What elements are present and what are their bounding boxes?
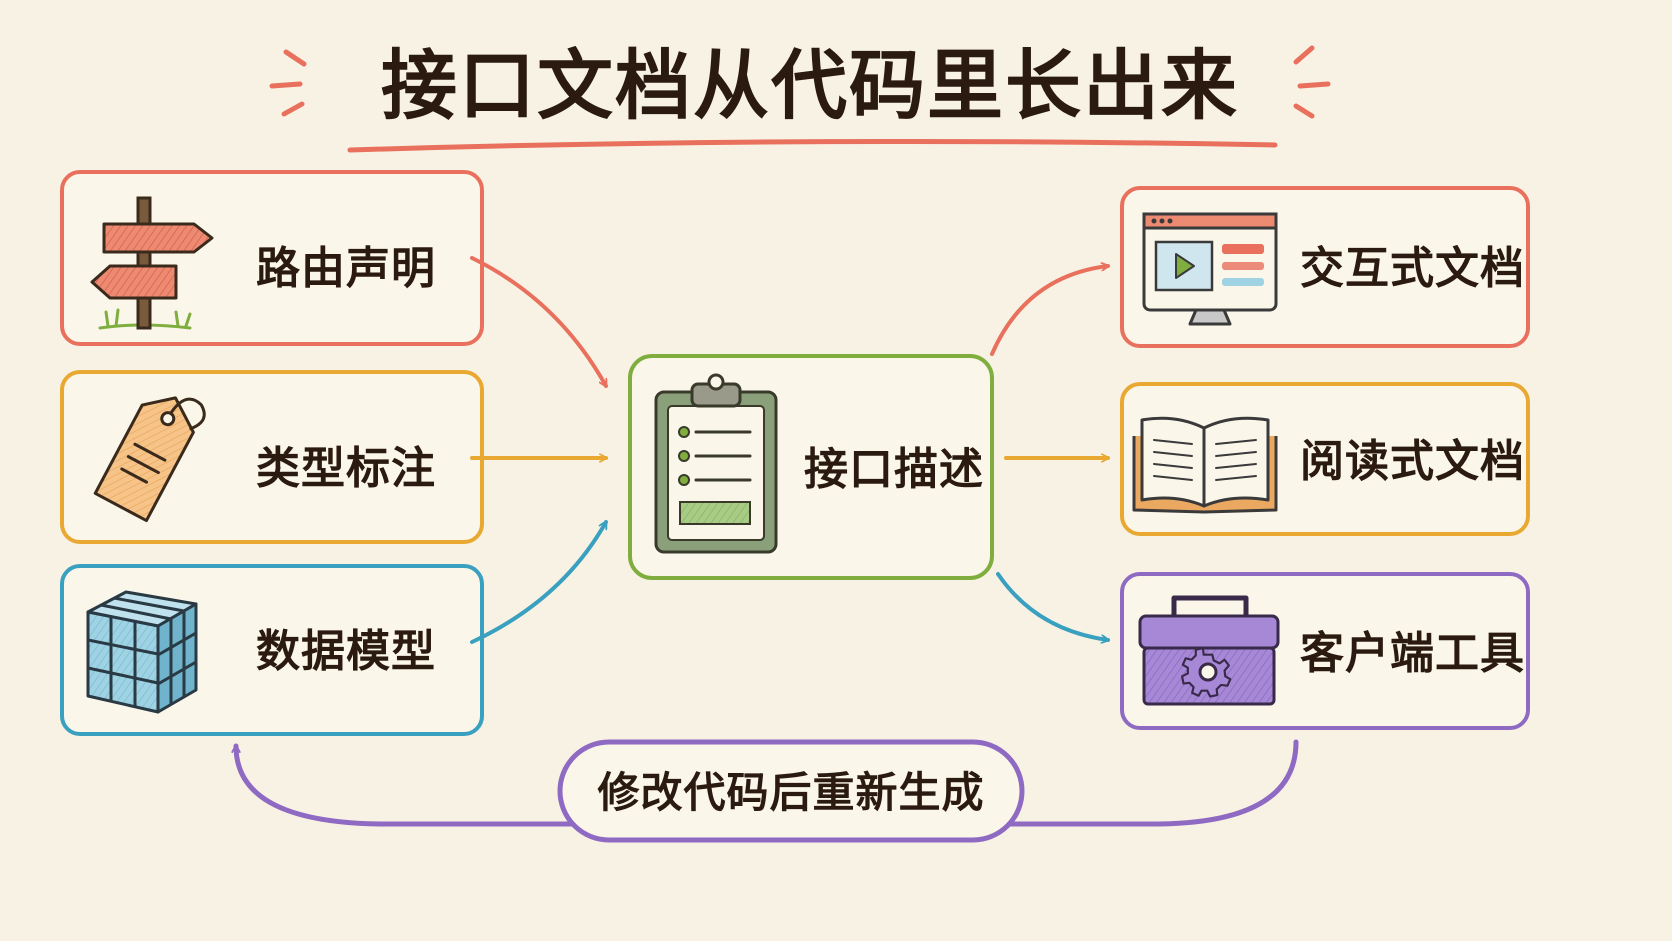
gear-icon — [1181, 647, 1232, 698]
input-box-model: 数据模型 — [60, 564, 484, 736]
arrow-center-to-interactive — [990, 266, 1110, 356]
output-box-client: 客户端工具 — [1120, 572, 1530, 730]
arrow-model-to-center — [470, 520, 608, 644]
output-label-reading: 阅读式文档 — [1300, 436, 1525, 487]
output-label-client: 客户端工具 — [1300, 628, 1525, 679]
output-box-reading: 阅读式文档 — [1120, 382, 1530, 536]
center-box: 接口描述 — [628, 354, 994, 580]
output-label-interactive: 交互式文档 — [1300, 243, 1525, 294]
arrows — [470, 256, 1110, 644]
arrow-route-to-center — [470, 256, 608, 388]
input-box-types: 类型标注 — [60, 370, 484, 544]
cube-icon — [86, 590, 198, 714]
input-label-route: 路由声明 — [256, 243, 436, 294]
center-label: 接口描述 — [804, 444, 984, 495]
input-label-types: 类型标注 — [256, 443, 436, 494]
arrow-center-to-client — [996, 572, 1110, 640]
output-box-interactive: 交互式文档 — [1120, 186, 1530, 348]
title-sparkle-right — [1293, 45, 1331, 119]
title-sparkle-left — [269, 49, 307, 117]
book-icon — [1132, 416, 1278, 514]
title-group: 接口文档从代码里长出来 — [269, 41, 1331, 153]
input-box-route: 路由声明 — [60, 170, 484, 346]
input-label-model: 数据模型 — [256, 626, 436, 677]
clipboard-icon — [654, 373, 778, 554]
tag-icon — [93, 396, 206, 523]
title-underline — [347, 138, 1278, 153]
monitor-icon — [1142, 212, 1278, 326]
signpost-icon — [90, 196, 214, 330]
toolbox-icon — [1138, 595, 1280, 706]
page-title: 接口文档从代码里长出来 — [381, 41, 1239, 130]
loop-label-box — [557, 739, 1025, 843]
feedback-loop: 修改代码后重新生成 — [236, 739, 1299, 843]
loop-label: 修改代码后重新生成 — [597, 768, 984, 817]
